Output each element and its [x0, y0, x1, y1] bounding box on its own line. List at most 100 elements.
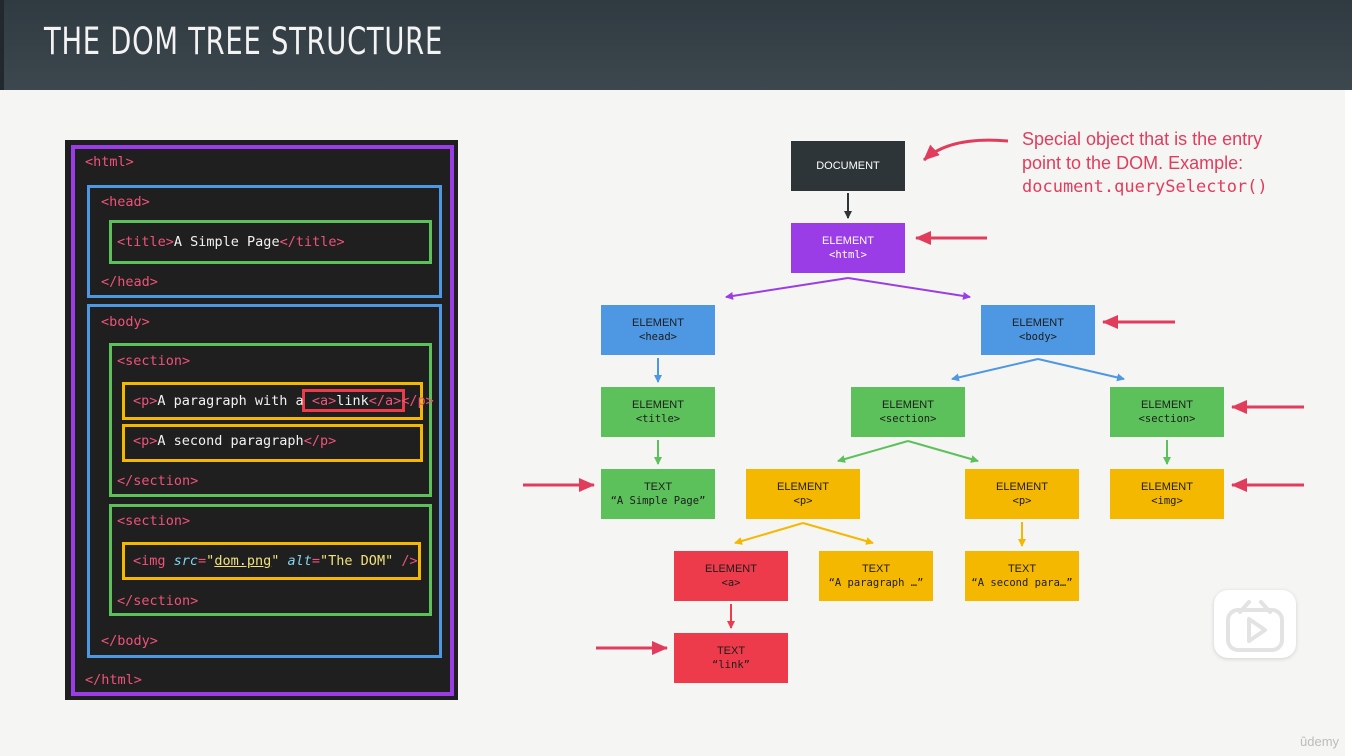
node-html-kind: ELEMENT [822, 234, 874, 247]
node-section-1-value: <section> [879, 412, 937, 425]
tag-p2-close: </p> [303, 433, 337, 449]
node-head: ELEMENT <head> [601, 305, 715, 355]
tag-title-close: </title> [279, 234, 345, 250]
code-line-title: <title>A Simple Page</title> [117, 234, 345, 250]
play-icon [1226, 600, 1284, 652]
node-text-p2: TEXT “A second para…” [965, 551, 1079, 601]
node-p-1-value: <p> [793, 494, 813, 507]
slide-title: THE DOM TREE STRUCTURE [44, 20, 443, 63]
tag-html-close: </html> [85, 672, 142, 688]
node-title-value: <title> [635, 412, 681, 425]
node-p-1-kind: ELEMENT [777, 480, 829, 493]
node-text-p1-value: “A paragraph …” [828, 576, 924, 589]
p2-text: A second paragraph [157, 433, 304, 449]
node-section-1: ELEMENT <section> [851, 387, 965, 437]
node-body-kind: ELEMENT [1012, 316, 1064, 329]
tag-a-open: <a> [311, 393, 337, 409]
code-line-head-close: </head> [101, 274, 158, 290]
p1-text: A paragraph with a [157, 393, 312, 409]
right-edge-strip [1345, 90, 1352, 756]
p2-box [122, 424, 423, 462]
node-text-link: TEXT “link” [674, 633, 788, 683]
node-text-p2-kind: TEXT [1007, 562, 1037, 575]
tag-title-open: <title> [117, 234, 174, 250]
tag-head-close: </head> [101, 274, 158, 290]
node-a-value: <a> [721, 576, 741, 589]
node-section-1-kind: ELEMENT [882, 398, 934, 411]
edge-section1-p1 [837, 440, 909, 463]
node-p-2: ELEMENT <p> [965, 469, 1079, 519]
html-code-panel: <html> <head> <title>A Simple Page</titl… [65, 140, 458, 700]
node-body: ELEMENT <body> [981, 305, 1095, 355]
edge-body-section2 [1037, 358, 1125, 382]
node-document: DOCUMENT [791, 141, 905, 191]
code-line-section2-open: <section> [117, 513, 190, 529]
edge-p1-text [802, 522, 874, 545]
node-img-kind: ELEMENT [1141, 480, 1193, 493]
code-line-section1-close: </section> [117, 473, 198, 489]
node-text-p1-kind: TEXT [861, 562, 891, 575]
tag-section1-close: </section> [117, 473, 199, 489]
title-text: A Simple Page [173, 234, 280, 250]
tag-img-end: /> [393, 553, 418, 569]
code-line-img: <img src="dom.png" alt="The DOM" /> [133, 553, 418, 569]
img-box [122, 542, 421, 580]
annotation-line-1: Special object that is the entry [1022, 129, 1263, 149]
node-text-p1: TEXT “A paragraph …” [819, 551, 933, 601]
img-alt-attr: alt [287, 553, 312, 569]
node-p-1: ELEMENT <p> [746, 469, 860, 519]
tag-body-close: </body> [101, 633, 158, 649]
tag-head-open: <head> [101, 194, 150, 210]
tag-p1-open: <p> [133, 393, 158, 409]
a-text: link [336, 393, 369, 409]
node-body-value: <body> [1019, 330, 1057, 343]
html-box [71, 145, 454, 696]
tag-section1-open: <section> [117, 353, 191, 369]
code-line-head-open: <head> [101, 194, 150, 210]
code-line-html-open: <html> [85, 154, 134, 170]
code-line-body-close: </body> [101, 633, 158, 649]
title-bar: THE DOM TREE STRUCTURE [0, 0, 1352, 90]
node-section-2: ELEMENT <section> [1110, 387, 1224, 437]
body-box [87, 304, 442, 658]
img-src-attr: src [173, 553, 199, 569]
head-box [87, 185, 442, 298]
udemy-watermark: ûdemy [1300, 734, 1340, 749]
code-line-section2-close: </section> [117, 593, 198, 609]
node-head-value: <head> [639, 330, 677, 343]
node-a-kind: ELEMENT [705, 562, 757, 575]
node-text-p2-value: “A second para…” [971, 576, 1073, 589]
section2-box [109, 504, 432, 616]
node-section-2-value: <section> [1138, 412, 1196, 425]
node-p-2-value: <p> [1012, 494, 1032, 507]
code-line-p1: <p>A paragraph with a <a>link</a></p> [133, 393, 434, 409]
node-text-link-value: “link” [712, 658, 750, 671]
tag-body-open: <body> [101, 314, 150, 330]
node-text-title: TEXT “A Simple Page” [601, 469, 715, 519]
document-annotation: Special object that is the entry point t… [1022, 127, 1268, 199]
edge-html-head [725, 277, 849, 300]
tag-a-close: </a> [368, 393, 402, 409]
edge-section1-p2 [907, 440, 979, 463]
tag-section2-open: <section> [117, 513, 191, 529]
video-player-button[interactable] [1214, 590, 1296, 658]
code-line-p2: <p>A second paragraph</p> [133, 433, 336, 449]
node-html: ELEMENT <html> [791, 223, 905, 273]
pointer-arrow-document [922, 138, 1009, 162]
tag-p2-open: <p> [133, 433, 158, 449]
tag-section2-close: </section> [117, 593, 199, 609]
node-section-2-kind: ELEMENT [1141, 398, 1193, 411]
annotation-code-example: document.querySelector() [1022, 177, 1268, 197]
img-src-value: dom.png [214, 553, 272, 569]
node-title-kind: ELEMENT [632, 398, 684, 411]
node-html-value: <html> [829, 248, 867, 261]
code-line-section1-open: <section> [117, 353, 190, 369]
node-img-value: <img> [1151, 494, 1183, 507]
code-line-html-close: </html> [85, 672, 142, 688]
code-line-body-open: <body> [101, 314, 150, 330]
tag-p1-close: </p> [401, 393, 434, 409]
node-document-kind: DOCUMENT [816, 160, 880, 172]
node-a: ELEMENT <a> [674, 551, 788, 601]
tag-img-open: <img [133, 553, 174, 569]
